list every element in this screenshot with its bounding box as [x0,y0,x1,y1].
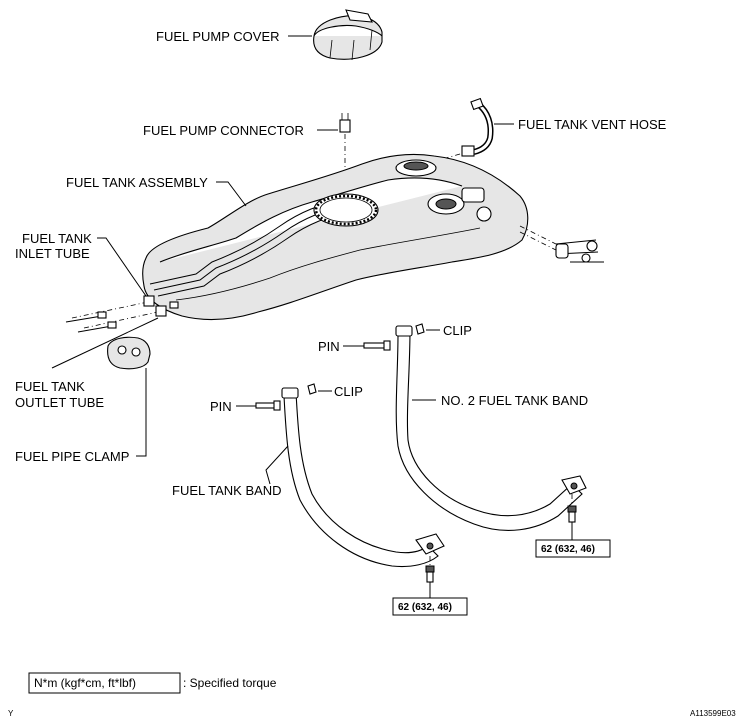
leader-fuel-tank-band [265,445,289,485]
fuel-tank-inlet-outlet-tubes-drawing [65,295,179,333]
label-fuel-pump-connector: FUEL PUMP CONNECTOR [143,123,304,138]
label-fuel-pump-cover: FUEL PUMP COVER [156,29,280,44]
legend-torque-units: N*m (kgf*cm, ft*lbf) [34,676,136,690]
fuel-tank-assembly-drawing [142,153,561,320]
label-fuel-tank-vent-hose: FUEL TANK VENT HOSE [518,117,667,132]
corner-mark: Y [8,709,14,718]
fuel-pump-connector-drawing [339,113,351,190]
label-clip-right: CLIP [443,323,472,338]
right-pipe-connector-drawing [555,239,604,263]
torque-value-left: 62 (632, 46) [398,602,452,613]
label-fuel-tank-outlet-tube-line2: OUTLET TUBE [15,395,104,410]
legend-torque-description: : Specified torque [183,676,277,690]
torque-box-left [392,597,468,616]
fuel-tank-band-drawing [255,383,445,583]
label-fuel-tank-inlet-tube-line2: INLET TUBE [15,246,90,261]
label-fuel-tank-inlet-tube-line1: FUEL TANK [22,231,92,246]
fuel-tank-vent-hose-drawing [431,97,494,163]
label-fuel-tank-band: FUEL TANK BAND [172,483,282,498]
leader-fuel-tank-assembly [216,181,247,207]
leader-fuel-pipe-clamp [136,368,147,457]
torque-box-right [535,539,611,558]
fuel-pipe-clamp-drawing [107,336,151,370]
label-fuel-tank-outlet-tube-line1: FUEL TANK [15,379,85,394]
figure-id: A113599E03 [690,709,736,718]
leader-fuel-tank-outlet-tube [51,317,159,369]
label-no2-fuel-tank-band: NO. 2 FUEL TANK BAND [441,393,588,408]
legend-torque-box [28,672,181,694]
fuel-pump-cover-drawing [313,9,383,61]
leader-fuel-tank-inlet-tube [97,237,147,297]
label-pin-right: PIN [318,339,340,354]
label-clip-left: CLIP [334,384,363,399]
label-pin-left: PIN [210,399,232,414]
label-fuel-tank-assembly: FUEL TANK ASSEMBLY [66,175,208,190]
label-fuel-pipe-clamp: FUEL PIPE CLAMP [15,449,129,464]
no2-fuel-tank-band-drawing [363,323,587,531]
torque-value-right: 62 (632, 46) [541,544,595,555]
